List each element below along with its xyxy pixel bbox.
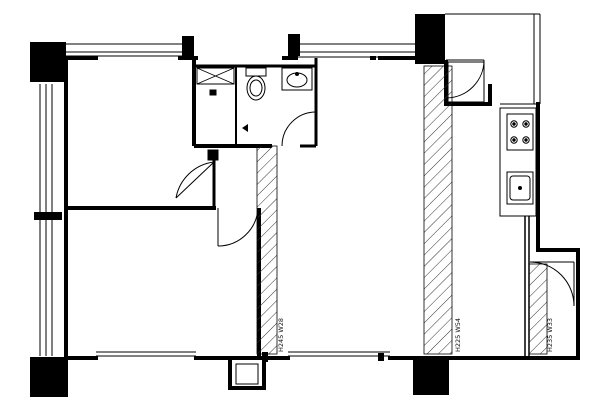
column-top-right [415, 14, 445, 64]
shower-drain-icon [209, 89, 217, 96]
shower-icon [196, 67, 235, 85]
hatched-beams [256, 65, 548, 355]
column-top-left [30, 42, 66, 82]
column-bottom-left [30, 357, 68, 397]
beam-a [256, 145, 278, 355]
window-mullion-mark-a [92, 56, 98, 60]
bottom-column-outline [228, 356, 266, 390]
washbasin-icon [281, 67, 313, 91]
beam-c [528, 263, 548, 355]
door-swing-icon [281, 111, 317, 147]
beam-label-2: H225 W54 [454, 318, 462, 352]
toilet-icon [245, 67, 267, 101]
window-mullion-mark-b [370, 56, 376, 60]
kitchen-counter [499, 107, 537, 217]
bathroom [192, 58, 318, 148]
door-swing-icon [529, 261, 575, 307]
structural-columns [30, 14, 449, 397]
kitchen-sink-icon [506, 171, 534, 205]
column-bottom-right [413, 357, 449, 395]
beam-b [423, 65, 453, 355]
column-bottom-small-b [378, 353, 384, 361]
column-top-mid-b [288, 34, 300, 56]
column-top-mid-a [182, 36, 194, 58]
beam-label-3: H235 W33 [546, 318, 554, 352]
stove-burner-icon [506, 113, 534, 151]
door-swing-icon [217, 207, 259, 247]
arrow-marker-icon [242, 124, 248, 132]
door-swing-icon [175, 161, 215, 199]
beam-label-1: H245 W28 [277, 318, 285, 352]
window-mullion-left [34, 212, 62, 220]
